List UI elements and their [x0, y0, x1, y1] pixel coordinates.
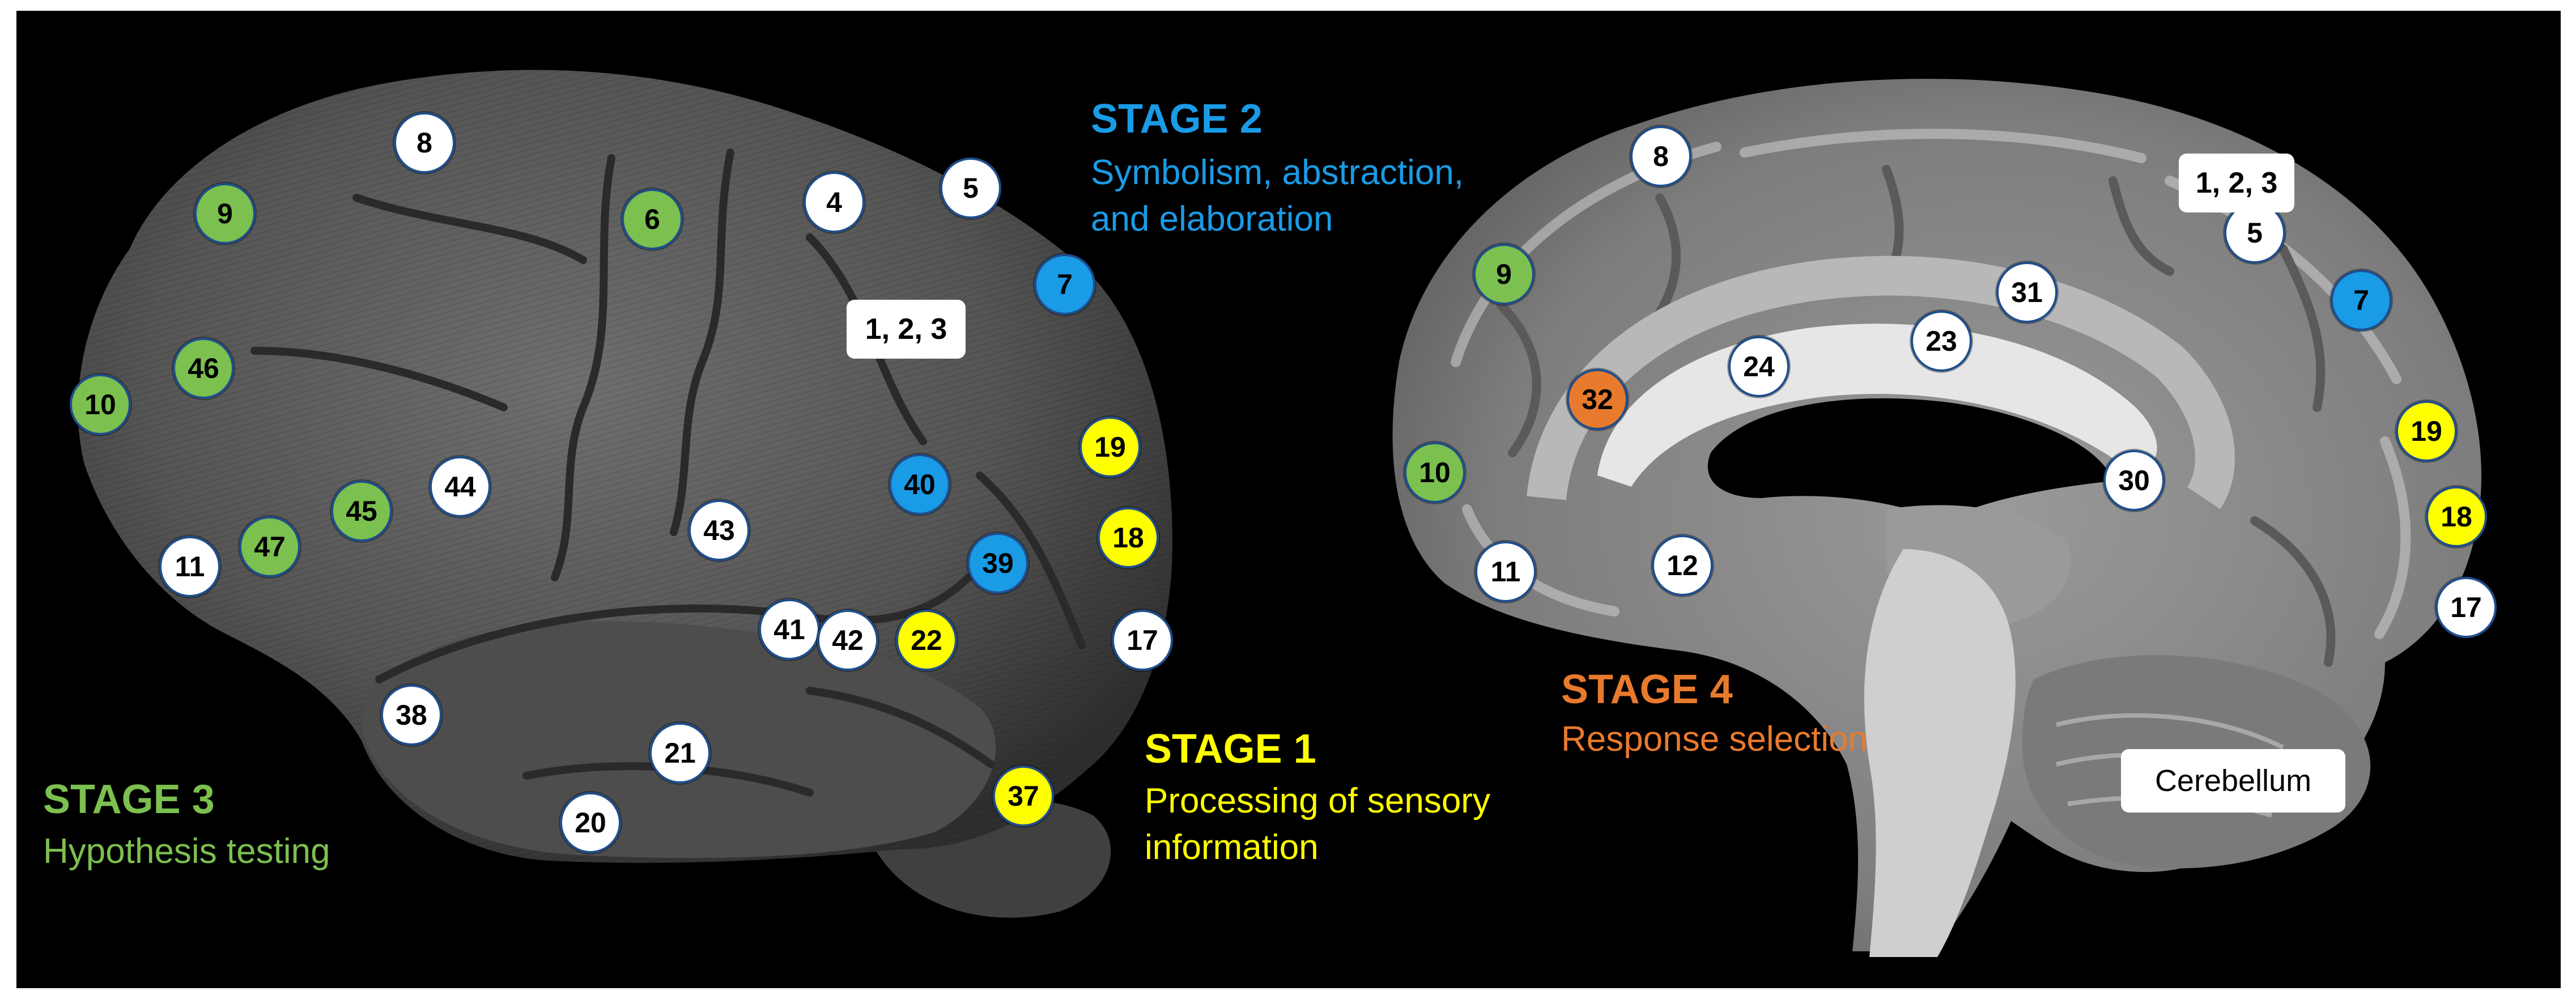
stage2-title: STAGE 2: [1091, 96, 1263, 142]
area-marker-41: 41: [759, 599, 820, 660]
area-marker-17: 17: [1112, 610, 1173, 671]
area-marker-4: 4: [804, 172, 865, 233]
medial-brain-view: [1392, 79, 2481, 957]
area-marker-45: 45: [331, 480, 392, 542]
stage3-description: Hypothesis testing: [43, 832, 330, 871]
stage1-description-line1: Processing of sensory: [1145, 781, 1490, 820]
stage2-description-line2: and elaboration: [1091, 199, 1333, 239]
area-marker-42: 42: [817, 610, 878, 671]
area-marker-47: 47: [239, 516, 300, 577]
area-marker-40: 40: [889, 454, 950, 515]
area-marker-46: 46: [173, 338, 234, 399]
area-marker-5-medial: 5: [2224, 202, 2285, 263]
stage4-title: STAGE 4: [1561, 667, 1733, 712]
area-marker-39: 39: [967, 533, 1028, 594]
area-marker-23: 23: [1911, 311, 1972, 372]
area-marker-7-medial: 7: [2331, 270, 2392, 331]
area-marker-19: 19: [1079, 416, 1141, 478]
area-marker-7: 7: [1034, 254, 1095, 315]
area-marker-38: 38: [381, 684, 442, 746]
stage4-description: Response selection: [1561, 720, 1868, 759]
area-marker-8: 8: [394, 112, 455, 173]
cingulate-gyrus: [1527, 256, 2235, 509]
stage2-description-line1: Symbolism, abstraction,: [1091, 153, 1464, 192]
area-marker-10: 10: [70, 374, 131, 435]
area-marker-22: 22: [896, 610, 957, 671]
lateral-sulcus: [375, 573, 972, 683]
area-marker-17-medial: 17: [2435, 577, 2497, 638]
area-marker-12: 12: [1652, 535, 1713, 596]
stage1-title: STAGE 1: [1145, 726, 1316, 772]
area-marker-31: 31: [1996, 262, 2058, 323]
ventricle: [1707, 398, 2113, 521]
area-marker-9: 9: [194, 183, 256, 244]
area-marker-43: 43: [688, 500, 750, 561]
area-marker-20: 20: [560, 792, 621, 853]
region-tag-medial: 1, 2, 3: [2179, 154, 2294, 212]
area-marker-30: 30: [2103, 450, 2165, 511]
area-marker-11-medial: 11: [1475, 541, 1536, 602]
area-marker-18-medial: 18: [2426, 486, 2487, 547]
area-marker-18: 18: [1098, 507, 1159, 568]
area-marker-8-medial: 8: [1630, 126, 1691, 187]
area-marker-44: 44: [430, 456, 491, 517]
area-marker-11: 11: [159, 536, 220, 597]
area-marker-10-medial: 10: [1404, 442, 1465, 503]
area-marker-6: 6: [622, 189, 683, 250]
area-marker-9-medial: 9: [1473, 244, 1534, 305]
area-marker-5: 5: [940, 158, 1001, 219]
stage3-title: STAGE 3: [43, 777, 215, 822]
area-marker-32: 32: [1567, 369, 1628, 430]
figure-canvas: 8 9 6 4 5 7 46 10 44 45 47 11 40 19 43 1…: [16, 11, 2561, 988]
area-marker-21: 21: [649, 722, 711, 784]
cerebellum-label: Cerebellum: [2121, 749, 2345, 813]
stage1-description-line2: information: [1145, 828, 1319, 867]
region-tag-lateral: 1, 2, 3: [847, 300, 966, 359]
central-sulcus: [670, 148, 734, 536]
area-marker-24: 24: [1728, 336, 1789, 397]
brainstem: [1864, 549, 2016, 957]
area-marker-37: 37: [993, 765, 1054, 827]
area-marker-19-medial: 19: [2396, 401, 2457, 462]
